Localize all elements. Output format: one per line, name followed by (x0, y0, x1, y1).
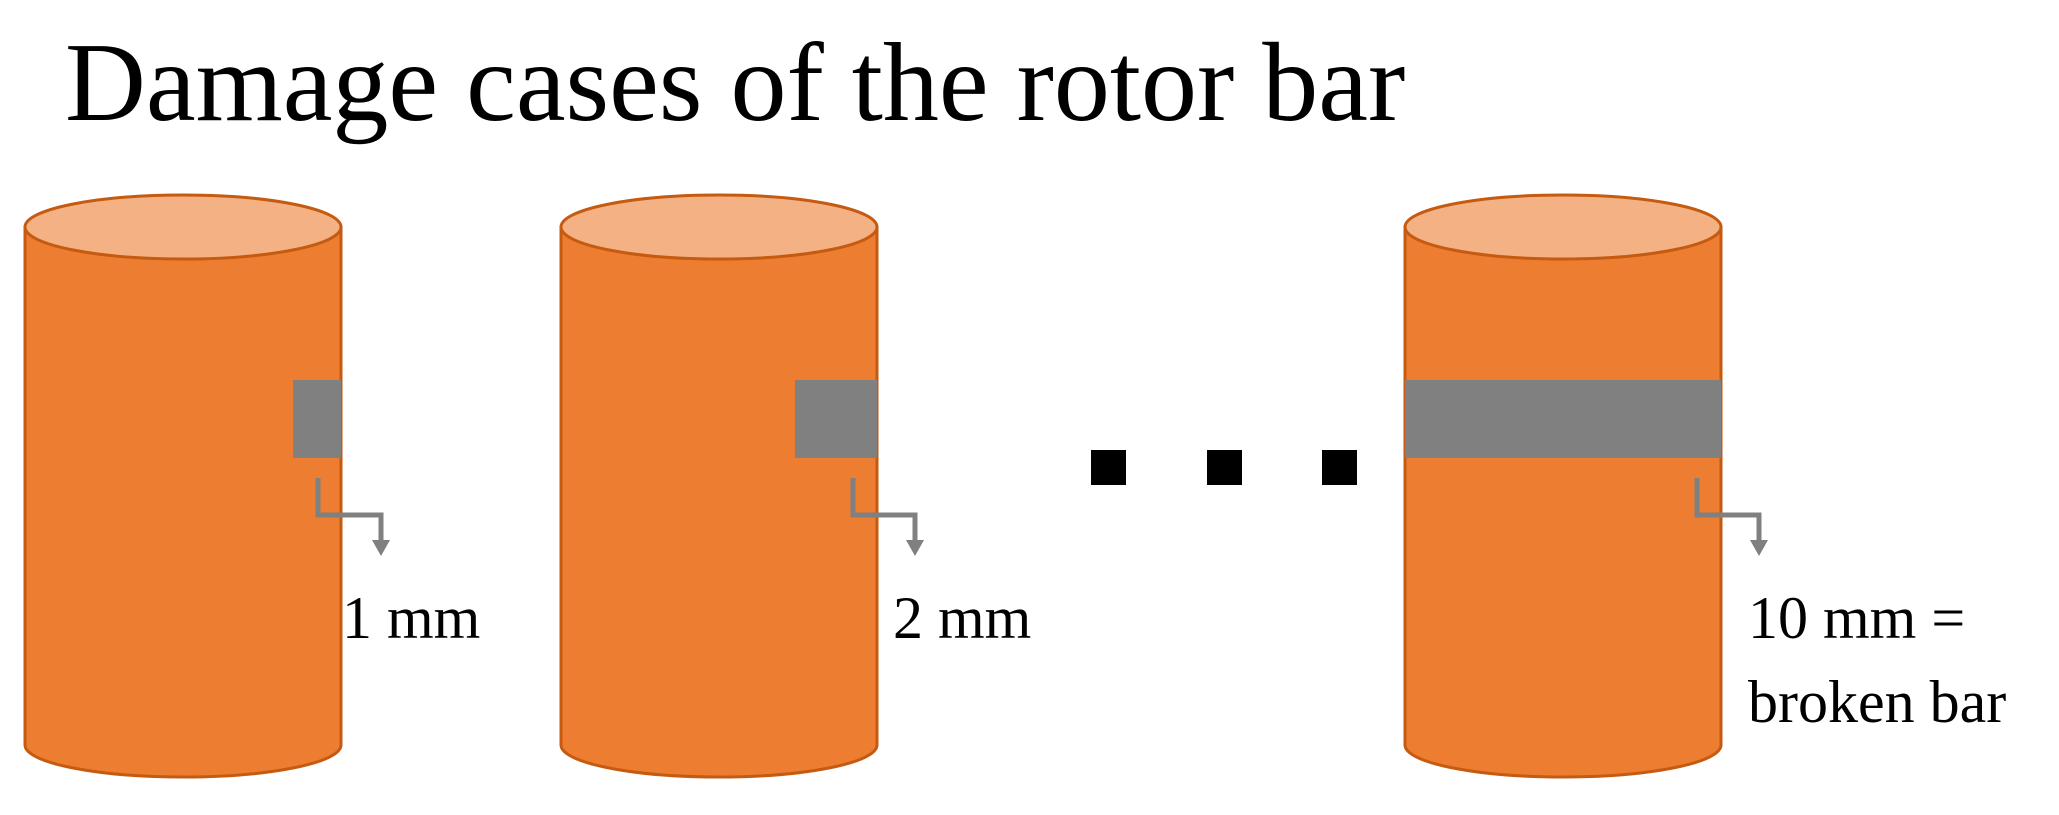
damage-region (293, 380, 341, 458)
rotor-bar-case-1: 1 mm (23, 193, 480, 779)
arrow-icon (1694, 478, 1762, 542)
bar-top (1403, 193, 1723, 261)
damage-label-line: 2 mm (893, 585, 1031, 651)
arrowhead-icon (1750, 540, 1768, 556)
arrowhead-icon (372, 540, 390, 556)
damage-label-line: 10 mm = (1748, 585, 1965, 651)
rotor-bar-case-3: 10 mm = broken bar (1403, 193, 2006, 779)
diagram-title: Damage cases of the rotor bar (65, 21, 1405, 145)
damage-label: 10 mm = broken bar (1748, 585, 2006, 735)
bar-body (23, 225, 343, 779)
damage-label-line: broken bar (1748, 669, 2006, 735)
damage-region (1405, 380, 1721, 458)
damage-label: 2 mm (893, 585, 1031, 651)
bar-body (1403, 225, 1723, 779)
arrow-icon (315, 478, 384, 542)
ellipsis-dot (1207, 450, 1242, 485)
damage-region (795, 380, 877, 458)
arrow-icon (850, 478, 918, 542)
bar-top (559, 193, 879, 261)
bar-top (23, 193, 343, 261)
arrowhead-icon (906, 540, 924, 556)
ellipsis-dot (1091, 450, 1126, 485)
rotor-bar-case-2: 2 mm (559, 193, 1031, 779)
damage-label-line: 1 mm (342, 585, 480, 651)
bar-body (559, 225, 879, 779)
ellipsis-dot (1322, 450, 1357, 485)
ellipsis (1091, 450, 1357, 485)
damage-label: 1 mm (342, 585, 480, 651)
